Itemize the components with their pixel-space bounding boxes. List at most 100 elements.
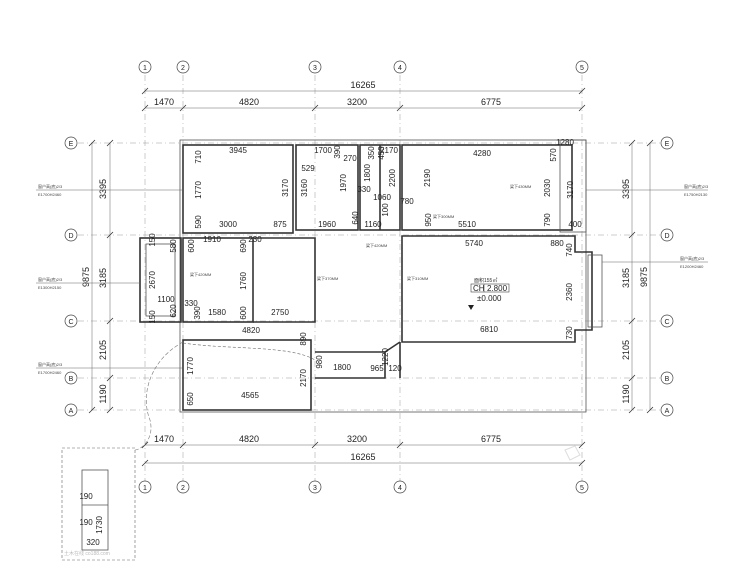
dim-1220: 1220 (381, 348, 390, 366)
dim-965: 965 (370, 364, 384, 373)
area-info: 面积155㎡ CH 2.800 ±0.000 (468, 277, 510, 310)
grid-bubbles-left: E D C B A (64, 136, 78, 417)
dim-890: 890 (299, 332, 308, 346)
right-note-1: 窗户高(底)2/3 (684, 183, 709, 189)
right-dimensions: 3395 3185 2105 1190 9875 (621, 139, 654, 414)
dim-2200: 2200 (388, 169, 397, 187)
bottom-overall-dim: 16265 (350, 452, 375, 462)
grid-bubbles-bottom: 1 2 3 4 5 (138, 480, 589, 494)
dashed-lines (61, 341, 316, 561)
dim-620: 620 (169, 304, 178, 318)
grid-col-5-bottom: 5 (580, 485, 584, 492)
dim-950: 950 (424, 213, 433, 227)
dim-580: 580 (169, 239, 178, 253)
grid-row-e-left: E (69, 141, 74, 148)
grid-col-3-bottom: 3 (313, 485, 317, 492)
right-note-2: 窗户高(底)2/3 (680, 255, 705, 261)
dim-3945: 3945 (229, 146, 247, 155)
dim-740: 740 (565, 243, 574, 257)
left-seg-4: 1190 (98, 384, 108, 403)
dim-1910: 1910 (203, 235, 221, 244)
dim-small-190-a: 190 (79, 492, 93, 501)
dim-2190: 2190 (423, 169, 432, 187)
dim-600-b: 600 (239, 306, 248, 320)
dim-529: 529 (301, 164, 315, 173)
right-overall-dim: 9875 (639, 267, 649, 287)
grid-col-1-top: 1 (143, 65, 147, 72)
dim-4820: 4820 (242, 326, 260, 335)
dim-390-b: 390 (193, 306, 202, 320)
beam-labels: 梁下430MM 梁下300MM 梁下420MM 梁下420MM 梁下370MM … (190, 183, 531, 281)
level-marker-icon (468, 305, 474, 310)
ch-label: CH (473, 284, 485, 293)
bottom-seg-2: 4820 (239, 434, 259, 444)
dim-3170-b: 3170 (566, 181, 575, 199)
bottom-seg-3: 3200 (347, 434, 367, 444)
dim-1100: 1100 (157, 295, 175, 304)
left-seg-3: 2105 (98, 340, 108, 360)
dim-330-b: 330 (184, 299, 198, 308)
dim-875: 875 (273, 220, 287, 229)
dim-5740: 5740 (465, 239, 483, 248)
right-seg-4: 1190 (621, 384, 631, 403)
dim-6810: 6810 (480, 325, 498, 334)
dim-450: 450 (377, 146, 386, 160)
bottom-seg-1: 1470 (154, 434, 174, 444)
grid-col-2-top: 2 (181, 65, 185, 72)
grid-row-a-left: A (69, 408, 74, 415)
watermark-text: 土木在线 co188.com (64, 550, 110, 557)
bottom-seg-4: 6775 (481, 434, 501, 444)
beam-label-1: 梁下430MM (510, 183, 531, 189)
grid-bubbles-top: 1 2 3 4 5 (138, 60, 589, 74)
dim-590: 590 (194, 215, 203, 229)
left-note-2b: E1300H2150 (38, 285, 62, 290)
right-note-2b: E1200H2460 (680, 264, 704, 269)
side-notes: 窗户高(底)2/3 E1700H2460 窗户高(底)2/3 E1300H215… (36, 183, 709, 375)
left-dimensions: 9875 3395 3185 2105 1190 (81, 139, 114, 414)
grid-col-4-top: 4 (398, 65, 402, 72)
dim-1960: 1960 (318, 220, 336, 229)
dim-2360: 2360 (565, 283, 574, 301)
grid-col-5-top: 5 (580, 65, 584, 72)
dim-2170-b: 2170 (299, 369, 308, 387)
dim-980: 980 (315, 355, 324, 369)
top-overall-dim: 16265 (350, 80, 375, 90)
grid-row-c-right: C (664, 319, 669, 326)
dim-1760: 1760 (239, 272, 248, 290)
grid-row-a-right: A (665, 408, 670, 415)
dim-400: 400 (568, 220, 582, 229)
walls (139, 139, 603, 413)
dim-150-a: 150 (148, 233, 157, 247)
dim-690: 690 (239, 239, 248, 253)
grid-col-1-bottom: 1 (143, 485, 147, 492)
dim-600-a: 600 (187, 239, 196, 253)
right-note-1b: E1750H2130 (684, 192, 708, 197)
right-seg-2: 3185 (621, 268, 631, 288)
dim-650: 650 (186, 392, 195, 406)
dim-270: 270 (343, 154, 357, 163)
beam-label-4: 梁下420MM (190, 271, 211, 277)
grid-bubbles-right: E D C B A (660, 136, 674, 417)
dim-780: 780 (400, 197, 414, 206)
dim-5510: 5510 (458, 220, 476, 229)
dim-1970: 1970 (339, 174, 348, 192)
beam-label-2: 梁下300MM (433, 213, 454, 219)
dim-390: 390 (333, 145, 342, 159)
ch-value: 2.800 (487, 284, 508, 293)
dim-2670: 2670 (148, 271, 157, 289)
dim-3000: 3000 (219, 220, 237, 229)
left-note-1: 窗户高(底)2/3 (38, 183, 63, 189)
dim-790: 790 (543, 213, 552, 227)
dim-640: 640 (351, 211, 360, 225)
dim-4280: 4280 (473, 149, 491, 158)
dim-4565: 4565 (241, 391, 259, 400)
beam-label-5: 梁下370MM (317, 275, 338, 281)
left-note-3: 窗户高(底)2/3 (38, 361, 63, 367)
grid-row-e-right: E (665, 141, 670, 148)
grid-col-2-bottom: 2 (181, 485, 185, 492)
grid-row-c-left: C (68, 319, 73, 326)
room-dimension-labels: 3945 710 1770 590 3000 875 3170 3160 529… (79, 138, 582, 547)
dim-1770-b: 1770 (186, 357, 195, 375)
dim-1800-a: 1800 (363, 164, 372, 182)
